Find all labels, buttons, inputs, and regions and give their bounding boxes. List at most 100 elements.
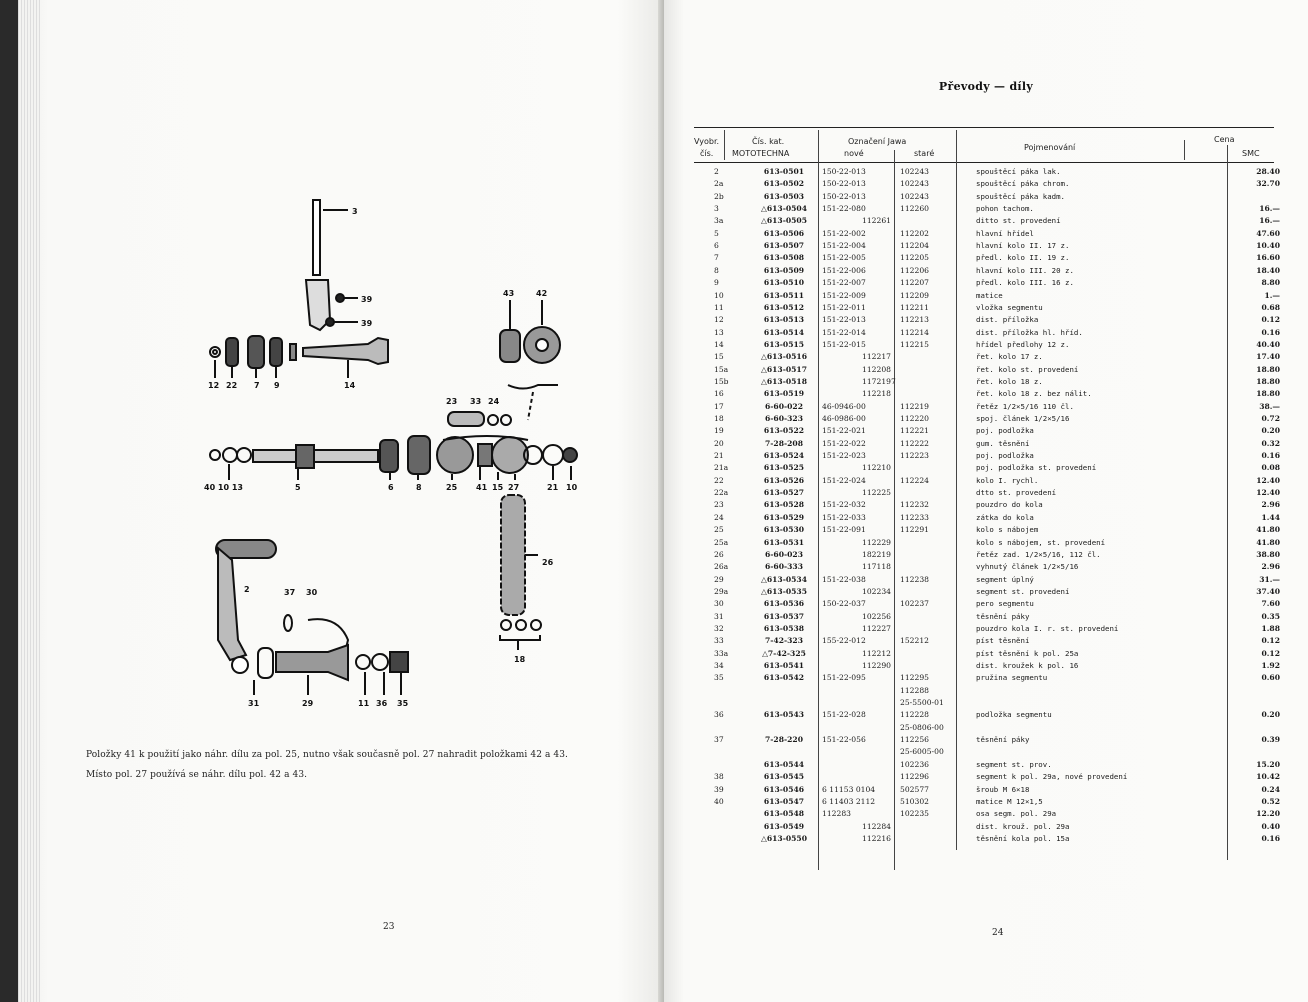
jawa-old-number: 112260 [900,204,929,214]
header-smc: SMC [1242,149,1260,158]
catalog-number: 613-0528 [763,500,805,510]
catalog-number: 6-60-323 [764,414,803,423]
catalog-number: △613-0505 [761,216,807,226]
price: 38.80 [1256,549,1280,559]
exploded-diagram: 3 39 39 43 42 12 22 7 9 14 23 33 24 40 1… [204,199,578,708]
jawa-old-number: 102243 [900,167,929,176]
figure-number: 29a [714,586,729,596]
figure-number: 16 [714,389,724,399]
catalog-number: 613-0546 [763,784,805,794]
catalog-number: 613-0542 [763,673,805,683]
jawa-new-number: 6 11403 2112 [822,796,876,806]
catalog-number: 613-0543 [763,710,805,720]
part-name: vložka segmentu [976,302,1043,312]
figure-number: 22 [714,475,724,485]
callout-3: 3 [352,207,358,216]
part-name: řetěz zad. 1/2×5/16, 112 čl. [976,549,1101,559]
catalog-number: 613-0502 [763,179,805,189]
part-name: podložka segmentu [976,710,1052,720]
part-name: pouzdro kola I. r. st. provedení [976,623,1119,633]
speedo-drive-part [304,199,358,332]
catalog-number: 613-0501 [763,167,805,176]
catalog-number: △613-0516 [761,352,807,362]
part-name: řet. kolo 18 z. [976,376,1043,386]
header-jawa: Označení Jawa [848,137,907,146]
column-divider [818,130,819,870]
jawa-new-number: 151-22-033 [822,512,866,522]
diagram-note: Místo pol. 27 používá se náhr. dílu pol.… [86,770,308,780]
price: 40.40 [1256,339,1280,349]
figure-number: 40 [714,796,724,806]
callout-29: 29 [302,699,314,708]
callout-31: 31 [248,699,260,708]
part-name: poj. podložka [976,426,1034,436]
figure-number: 32 [714,623,724,633]
catalog-number: △613-0550 [761,833,807,843]
callout-39: 39 [361,295,373,304]
part-name: segment st. provedení [976,586,1070,596]
jawa-new-number: 151-22-022 [822,438,866,448]
catalog-number: 613-0526 [763,475,805,485]
price: 0.12 [1261,315,1281,325]
figure-number: 20 [714,438,724,448]
jawa-old-number: 102243 [900,191,929,201]
part-name: zátka do kola [976,512,1034,522]
jawa-new-number: 151-22-002 [822,228,866,238]
jawa-old-number: 112228 [900,710,929,720]
figure-number: 3 [714,204,719,214]
price: 12.40 [1256,475,1280,485]
figure-number: 26 [714,549,724,559]
jawa-new-number: 151-22-095 [822,673,866,683]
part-name: gum. těsnění [976,438,1030,448]
callout-27: 27 [508,483,519,492]
figure-number: 15b [714,376,729,386]
jawa-number: 112217 [862,352,891,362]
catalog-number: 613-0527 [763,488,805,498]
price: 0.08 [1261,463,1281,473]
part-name: pohon tachom. [976,204,1034,214]
catalog-number: 613-0524 [763,451,805,461]
callout-43: 43 [503,289,514,298]
figure-number: 7 [714,253,719,263]
price: 41.80 [1256,525,1280,535]
jawa-old-number: 152212 [900,636,929,646]
jawa-old-number: 502577 [900,784,929,794]
price: 41.80 [1256,537,1280,547]
column-divider [1184,140,1185,160]
price: 2.96 [1261,500,1281,510]
jawa-new-number: 151-22-056 [822,735,866,745]
part-name: těsnění kola pol. 15a [976,833,1070,843]
price: 18.40 [1256,265,1280,275]
jawa-old-number: 112288 [900,685,929,695]
callout-26: 26 [542,558,554,567]
page-number: 24 [992,928,1004,938]
part-name: ditto st. provedení [976,216,1061,226]
price: 10.42 [1256,772,1280,782]
jawa-old-number: 112232 [900,500,929,510]
catalog-number: 613-0547 [763,796,805,806]
figure-number: 22a [714,488,729,498]
main-shaft-assembly [209,411,578,480]
callout-11: 11 [358,699,370,708]
part-name: píst těsnění k pol. 25a [976,648,1079,658]
price: 32.70 [1256,179,1280,189]
figure-number: 33a [714,648,729,658]
figure-number: 5 [714,228,719,238]
jawa-old-number: 112204 [900,241,929,251]
jawa-new-number: 151-22-007 [822,278,866,288]
catalog-number: 613-0548 [763,809,805,819]
figure-number: 30 [714,599,724,609]
figure-number: 19 [714,426,724,436]
callout-37: 37 [284,588,295,597]
jawa-new-number: 151-22-080 [822,204,866,214]
jawa-new-number: 151-22-004 [822,241,866,251]
figure-number: 14 [714,339,724,349]
callout-7: 7 [254,381,260,390]
jawa-new-number: 155-22-012 [822,636,866,646]
price: 1.44 [1261,512,1281,522]
jawa-old-number: 102235 [900,809,929,819]
figure-number: 15a [714,364,729,374]
header-cena: Cena [1214,135,1235,144]
catalog-number: 7-28-220 [764,735,803,745]
price: 47.60 [1256,228,1280,238]
